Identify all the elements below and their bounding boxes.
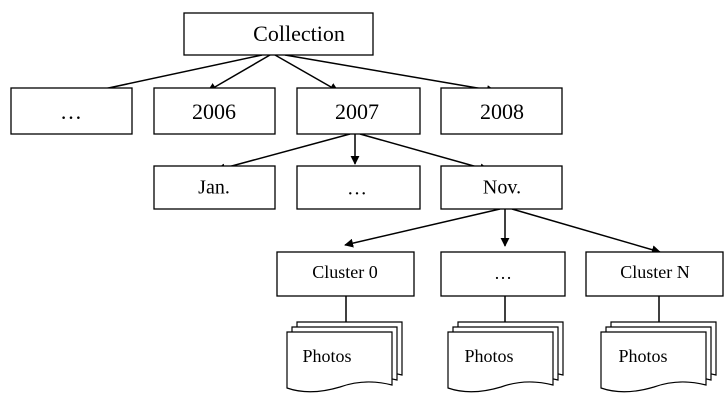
node-month-jan: Jan. xyxy=(153,165,276,210)
node-year-2007: 2007 xyxy=(296,87,421,135)
node-year-ellipsis-label: … xyxy=(60,99,82,124)
node-year-2006: 2006 xyxy=(153,87,276,135)
node-cluster-0: Cluster 0 xyxy=(276,251,415,297)
edge-nov-to-clusterN xyxy=(511,208,661,255)
node-year-2008: 2008 xyxy=(440,87,563,135)
node-photos-0: Photos xyxy=(286,321,403,393)
node-month-ellipsis-label: … xyxy=(347,178,367,200)
node-collection-label: Collection xyxy=(253,21,345,46)
node-month-nov-label: Nov. xyxy=(483,177,521,199)
node-photos-1: Photos xyxy=(447,321,564,393)
node-photos-n: Photos xyxy=(600,321,717,393)
node-cluster-n-label: Cluster N xyxy=(620,262,690,282)
node-cluster-0-label: Cluster 0 xyxy=(312,262,378,282)
node-year-2006-label: 2006 xyxy=(192,99,236,124)
photos-n-label: Photos xyxy=(618,346,667,366)
edge-nov-to-cluster0 xyxy=(344,208,501,248)
node-cluster-n: Cluster N xyxy=(585,251,724,297)
node-year-ellipsis: … xyxy=(10,87,133,135)
edge-2007-to-nov xyxy=(359,133,489,173)
photos-0-label: Photos xyxy=(302,346,351,366)
node-cluster-ellipsis-label: … xyxy=(494,263,512,283)
node-collection: Collection xyxy=(183,12,374,56)
edge-collection-to-2007 xyxy=(274,54,339,92)
node-year-2008-label: 2008 xyxy=(480,99,524,124)
node-month-ellipsis: … xyxy=(296,165,421,210)
edge-2007-to-jan xyxy=(216,133,351,173)
photos-1-label: Photos xyxy=(464,346,513,366)
edge-collection-to-2008 xyxy=(284,54,496,95)
node-month-nov: Nov. xyxy=(440,165,563,210)
edge-collection-to-2006 xyxy=(207,54,271,92)
node-cluster-ellipsis: … xyxy=(440,251,566,297)
node-month-jan-label: Jan. xyxy=(198,177,230,199)
node-year-2007-label: 2007 xyxy=(335,99,379,124)
